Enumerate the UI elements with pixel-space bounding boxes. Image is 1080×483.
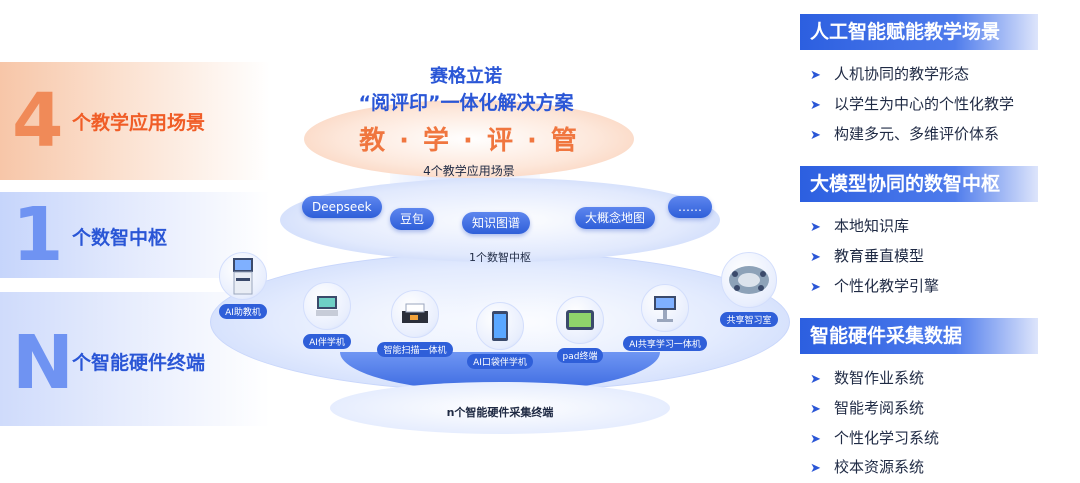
device-label: AI口袋伴学机 — [467, 354, 533, 369]
pill-knowledge-graph: 知识图谱 — [462, 212, 531, 234]
separator-dot: · — [526, 126, 539, 156]
middle-caption: 1个数智中枢 — [469, 251, 531, 264]
desktop-terminal-icon — [641, 284, 689, 332]
chevron-right-icon: ➤ — [810, 220, 821, 235]
left-panel-terminals-label: 个智能硬件终端 — [72, 352, 206, 374]
device-pad: pad终端 — [550, 296, 610, 363]
device-shared-room: 共享智习室 — [714, 252, 784, 327]
chevron-right-icon: ➤ — [810, 98, 821, 113]
list-item-text: 个性化教学引擎 — [834, 277, 940, 295]
device-ai-assistant: AI助教机 — [214, 252, 272, 319]
chevron-right-icon: ➤ — [810, 372, 821, 387]
list-item: ➤ 以学生为中心的个性化教学 — [810, 93, 1014, 114]
left-panel-hub: 1 个数智中枢 — [0, 192, 270, 278]
chevron-right-icon: ➤ — [810, 432, 821, 447]
list-item-text: 校本资源系统 — [834, 458, 925, 476]
device-ai-companion: AI伴学机 — [298, 282, 356, 349]
list-item-text: 构建多元、多维评价体系 — [834, 125, 1000, 143]
list-item-text: 个性化学习系统 — [834, 429, 940, 447]
tablet-stand-icon — [476, 302, 524, 350]
chevron-right-icon: ➤ — [810, 128, 821, 143]
list-item: ➤ 人机协同的教学形态 — [810, 63, 969, 84]
base-caption: n个智能硬件采集终端 — [446, 406, 554, 419]
big-letter-n: N — [12, 320, 74, 406]
chevron-right-icon: ➤ — [810, 68, 821, 83]
separator-dot: · — [463, 126, 475, 156]
section-header-hub: 大模型协同的数智中枢 — [800, 166, 1038, 202]
pill-deepseek: Deepseek — [302, 196, 382, 218]
list-item-text: 以学生为中心的个性化教学 — [834, 95, 1015, 113]
left-panel-hub-label: 个数智中枢 — [72, 227, 168, 249]
list-item: ➤ 数智作业系统 — [810, 367, 924, 388]
title-line-1: 赛格立诺 — [430, 66, 502, 87]
big-number-1: 1 — [12, 192, 64, 278]
pill-more: …… — [668, 196, 712, 218]
kiosk-icon — [219, 252, 267, 300]
word-learn: 学 — [423, 126, 452, 156]
list-item-text: 智能考阅系统 — [834, 399, 925, 417]
big-number-4: 4 — [12, 78, 64, 164]
list-item-text: 数智作业系统 — [834, 369, 925, 387]
chevron-right-icon: ➤ — [810, 280, 821, 295]
device-label: AI助教机 — [219, 304, 267, 319]
list-item-text: 本地知识库 — [834, 217, 910, 235]
list-item: ➤ 智能考阅系统 — [810, 397, 924, 418]
pill-concept-map: 大概念地图 — [575, 207, 656, 229]
top-disc — [304, 100, 634, 178]
classroom-photo-icon — [721, 252, 777, 308]
device-label: AI伴学机 — [303, 334, 351, 349]
list-item: ➤ 构建多元、多维评价体系 — [810, 123, 999, 144]
list-item: ➤ 个性化学习系统 — [810, 427, 939, 448]
device-shared-learning: AI共享学习一体机 — [620, 284, 710, 351]
base-bottom-disc — [330, 382, 670, 434]
top-words: 教 · 学 · 评 · 管 — [304, 120, 634, 157]
device-pocket-companion: AI口袋伴学机 — [460, 302, 540, 369]
solution-diagram: n个智能硬件采集终端 Deepseek 豆包 知识图谱 大概念地图 …… 1个数… — [210, 0, 790, 483]
device-scanner: 智能扫描一体机 — [370, 290, 460, 357]
title-line-2: “阅评印”一体化解决方案 — [358, 92, 574, 114]
terminal-icon — [303, 282, 351, 330]
chevron-right-icon: ➤ — [810, 250, 821, 265]
list-item-text: 人机协同的教学形态 — [834, 65, 970, 83]
list-item: ➤ 教育垂直模型 — [810, 245, 924, 266]
device-label: AI共享学习一体机 — [623, 336, 707, 351]
separator-dot: · — [399, 126, 412, 156]
section-header-hardware: 智能硬件采集数据 — [800, 318, 1038, 354]
word-manage: 管 — [550, 126, 579, 156]
word-evaluate: 评 — [486, 126, 515, 156]
list-item-text: 教育垂直模型 — [834, 247, 925, 265]
scanner-icon — [391, 290, 439, 338]
left-panel-scenes-label: 个教学应用场景 — [72, 112, 206, 134]
left-panel-scenes: 4 个教学应用场景 — [0, 62, 270, 180]
chevron-right-icon: ➤ — [810, 402, 821, 417]
device-label: pad终端 — [556, 348, 604, 363]
top-caption: 4个教学应用场景 — [423, 164, 515, 178]
list-item: ➤ 个性化教学引擎 — [810, 275, 939, 296]
device-label: 智能扫描一体机 — [377, 342, 453, 357]
list-item: ➤ 本地知识库 — [810, 215, 909, 236]
chevron-right-icon: ➤ — [810, 461, 821, 476]
list-item: ➤ 校本资源系统 — [810, 456, 924, 477]
pad-icon — [556, 296, 604, 344]
pill-doubao: 豆包 — [390, 208, 435, 230]
word-teach: 教 — [359, 126, 388, 156]
section-header-scenes: 人工智能赋能教学场景 — [800, 14, 1038, 50]
device-label: 共享智习室 — [720, 312, 778, 327]
